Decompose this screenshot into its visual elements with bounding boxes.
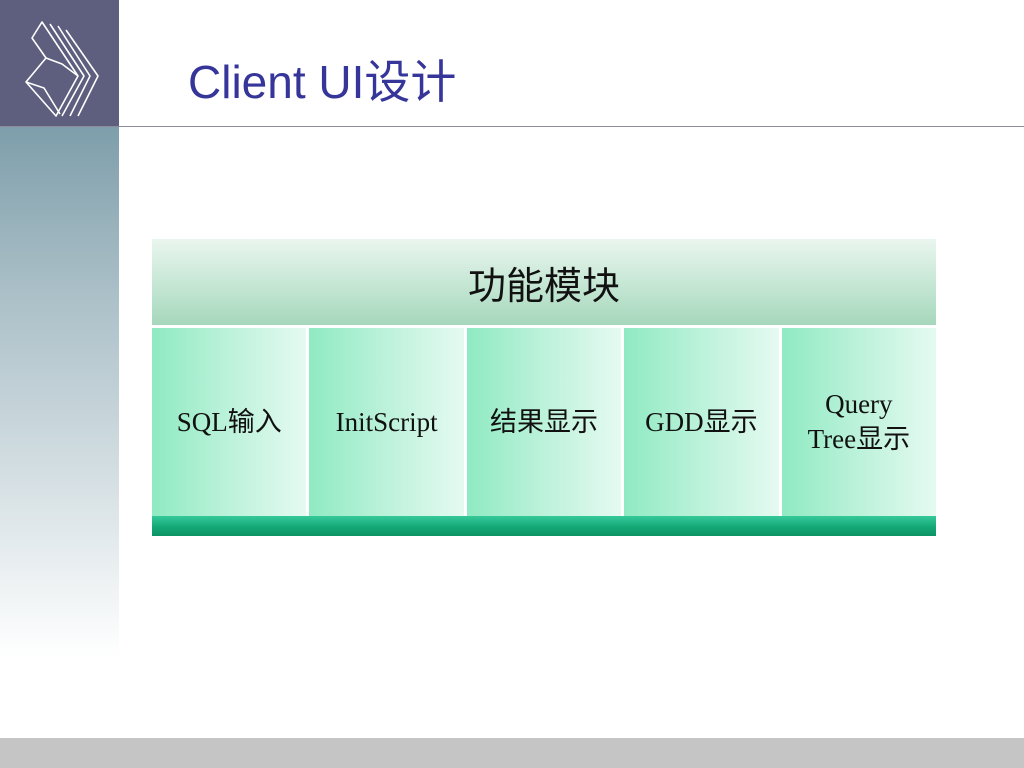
module-result-display[interactable]: 结果显示: [466, 328, 625, 516]
footer-bar: [0, 738, 1024, 768]
module-label: Query Tree显示: [808, 387, 911, 457]
module-label: SQL输入: [176, 406, 282, 437]
module-query-tree-display[interactable]: Query Tree显示: [781, 328, 937, 516]
logo-box: [0, 0, 119, 127]
title-divider: [0, 126, 1024, 127]
module-label-line2: Tree显示: [807, 424, 911, 454]
module-gdd-display[interactable]: GDD显示: [624, 328, 782, 516]
module-label: 结果显示: [490, 406, 599, 437]
module-diagram: 功能模块 SQL输入 InitScript 结果显示 GDD显示 Query T…: [152, 239, 937, 536]
diagram-base-bar: [152, 516, 936, 536]
module-label: InitScript: [335, 406, 438, 437]
module-row: SQL输入 InitScript 结果显示 GDD显示 Query Tree显示: [152, 328, 937, 516]
slide-title: Client UI设计: [188, 56, 457, 108]
diagram-header: 功能模块: [152, 239, 936, 328]
module-initscript[interactable]: InitScript: [309, 328, 467, 516]
left-gradient-stripe: [0, 127, 119, 657]
chevron-logo-icon: [25, 21, 99, 117]
module-label: GDD显示: [645, 406, 758, 437]
module-sql-input[interactable]: SQL输入: [152, 328, 310, 516]
module-label-line1: Query: [825, 389, 893, 419]
